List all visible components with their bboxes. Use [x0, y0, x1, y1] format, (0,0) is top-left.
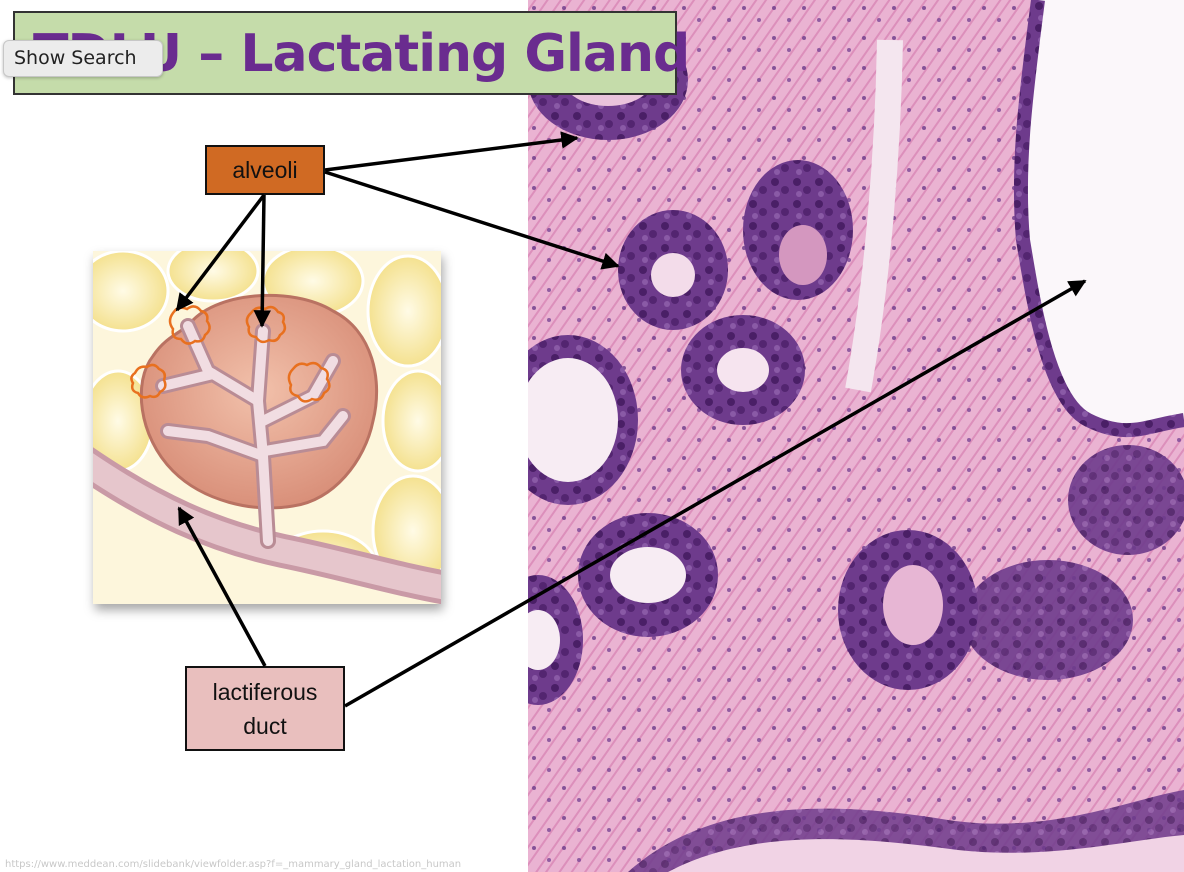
show-search-button[interactable]: Show Search [3, 40, 163, 77]
title-banner: TDLU – Lactating Gland [13, 11, 690, 95]
source-url: https://www.meddean.com/slidebank/viewfo… [5, 859, 462, 870]
duct-label-line1: lactiferous [212, 678, 318, 705]
lactiferous-duct-label: lactiferous duct [185, 666, 345, 751]
alveoli-label: alveoli [205, 145, 325, 195]
tdlu-illustration [93, 251, 441, 604]
alveoli-label-text: alveoli [232, 156, 298, 183]
histology-micrograph [528, 0, 1184, 872]
duct-label-line2: duct [243, 712, 287, 739]
